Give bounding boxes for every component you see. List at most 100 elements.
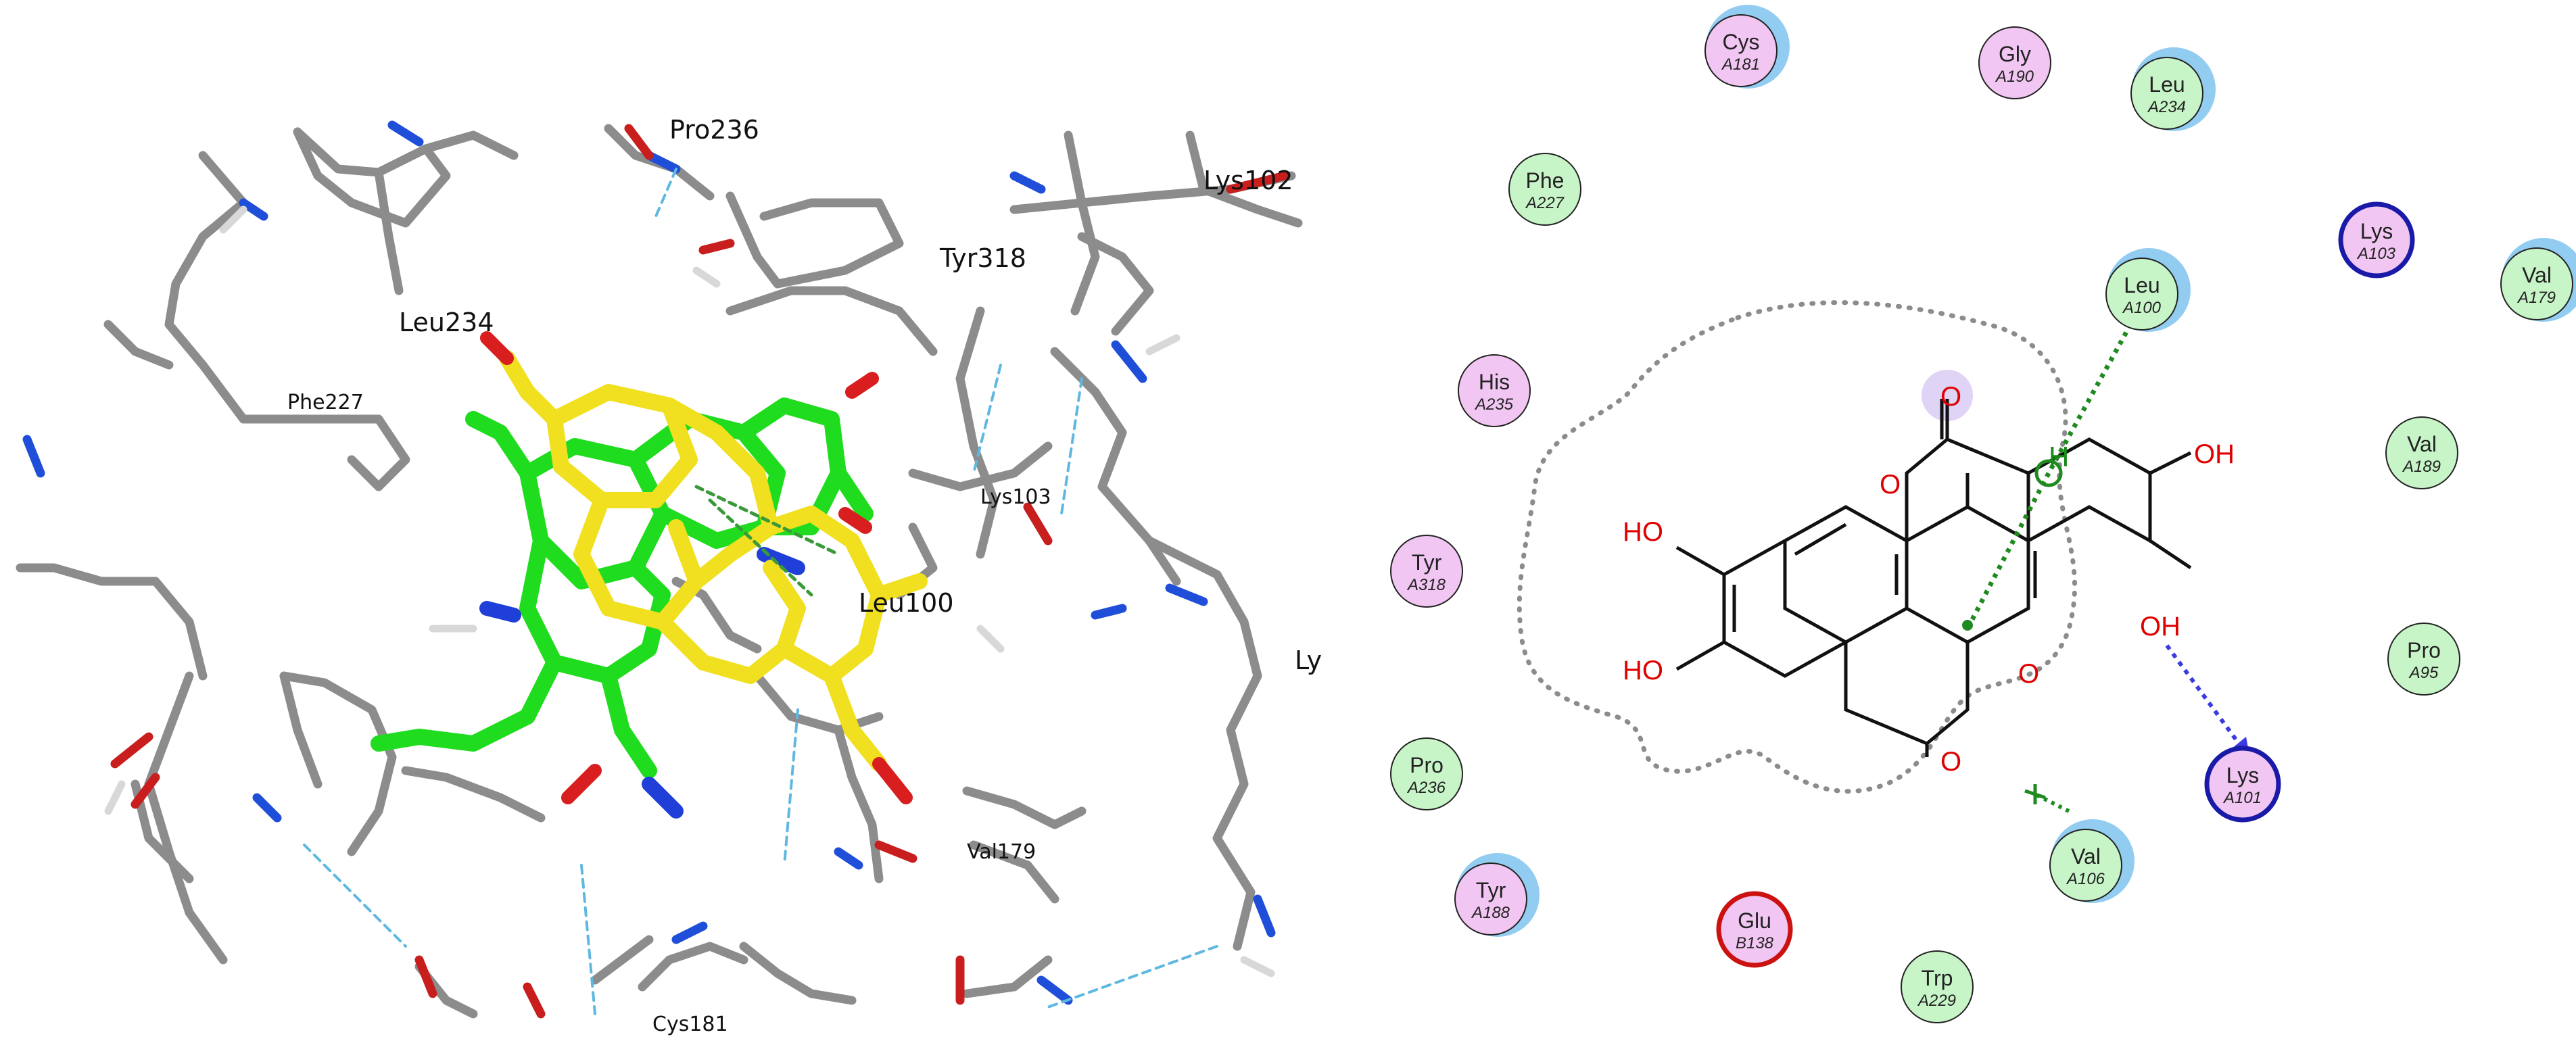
solvent-exposure-glow (1922, 370, 1973, 421)
label-ly: Ly (1295, 646, 1322, 675)
residue-name: Tyr (1476, 878, 1506, 902)
residue-id: A236 (1406, 779, 1446, 797)
label-phe227: Phe227 (287, 391, 364, 414)
pocket-contour (1517, 300, 2078, 794)
residue-id: A234 (2147, 98, 2186, 116)
pi-h-label: H (2049, 441, 2069, 472)
residue-disc (1390, 737, 1463, 810)
residue-name: Cys (1722, 30, 1759, 54)
protein-sticks (16, 124, 1303, 1019)
ligand-green-n (479, 547, 805, 819)
label-pro236: Pro236 (669, 115, 759, 145)
label-tyr318: Tyr318 (939, 243, 1026, 273)
residue-disc (2204, 746, 2281, 823)
pi-dashes (694, 485, 840, 597)
atom-o-top: O (1940, 382, 1961, 412)
hbond-dashes (303, 168, 1218, 1015)
atom-o-ring1: O (1880, 470, 1901, 500)
residue-disc (1704, 14, 1778, 87)
residue-id: A229 (1917, 992, 1956, 1010)
val106-contact (2034, 792, 2070, 813)
hydrogen-sticks (104, 205, 1275, 977)
residue-id: A189 (2402, 458, 2441, 476)
residue-name: Val (2071, 844, 2101, 869)
residue-disc (2049, 829, 2122, 902)
residue-name: Trp (1922, 966, 1953, 990)
atom-oh-right1: OH (2194, 439, 2235, 469)
label-cys181: Cys181 (652, 1013, 728, 1036)
residue-name: Glu (1738, 908, 1771, 933)
residue-name: Val (2407, 432, 2437, 456)
residue-name: Lys (2226, 763, 2260, 787)
ligand-yellow (499, 350, 928, 772)
residue-name: Pro (2407, 638, 2441, 662)
3d-stick-model: Pro236 Lys102 Tyr318 Leu234 Phe227 Lys10… (16, 115, 1322, 1036)
residue-disc (2385, 416, 2458, 489)
residue-id: A101 (2222, 789, 2262, 807)
residue-name: Leu (2149, 72, 2185, 97)
residue-name: Lys (2360, 219, 2393, 243)
residue-disc (1508, 153, 1581, 226)
pi-h-interaction: H (1962, 306, 2143, 631)
residue-disc (1978, 26, 2051, 99)
label-lys102: Lys102 (1203, 166, 1293, 195)
residue-disc (1390, 535, 1463, 608)
residue-name: Gly (1999, 42, 2031, 66)
label-leu100: Leu100 (859, 588, 954, 618)
residue-id: A181 (1721, 55, 1760, 74)
label-leu234: Leu234 (399, 308, 494, 337)
residue-disc (1454, 862, 1527, 935)
label-val179: Val179 (967, 840, 1036, 864)
residue-name: His (1479, 370, 1510, 394)
residue-id: B138 (1736, 934, 1774, 952)
oxygen-sticks (110, 124, 1289, 1019)
nitrogen-sticks (22, 120, 1276, 1005)
ligand-2d (1675, 399, 2192, 757)
residue-disc (1716, 891, 1793, 968)
residue-id: A188 (1471, 904, 1510, 922)
residue-disc (2130, 57, 2203, 130)
residue-disc (2500, 247, 2573, 320)
label-lys103: Lys103 (980, 485, 1051, 509)
atom-oh-left1: HO (1623, 517, 1663, 547)
binding-site-3d-view: Pro236 Lys102 Tyr318 Leu234 Phe227 Lys10… (16, 115, 1322, 1036)
atom-oh-left2: HO (1623, 656, 1663, 685)
residue-name: Val (2522, 263, 2552, 287)
ligand-yellow-o (480, 331, 913, 804)
residue-id: A179 (2517, 289, 2556, 307)
residue-disc (1458, 354, 1531, 427)
residue-id: A103 (2356, 245, 2396, 263)
val106-contact-mark (2024, 784, 2046, 804)
residue-disc (2387, 623, 2460, 696)
residue-disc (1901, 950, 1974, 1023)
residue-id: A227 (1525, 194, 1565, 212)
residue-name: Phe (1526, 168, 1565, 193)
residue-id: A235 (1474, 395, 1514, 414)
residue-name: Tyr (1412, 550, 1442, 575)
residue-name: Leu (2124, 273, 2160, 297)
residue-id: A318 (1406, 576, 1446, 594)
residue-id: A95 (2408, 664, 2439, 682)
residue-disc (2105, 258, 2178, 331)
residue-disc (2338, 201, 2415, 278)
